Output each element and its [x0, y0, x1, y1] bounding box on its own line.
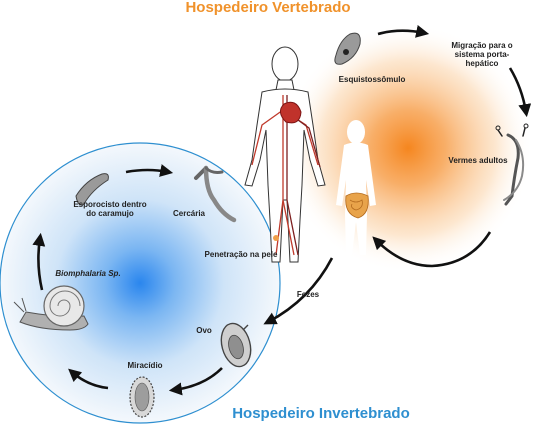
invertebrate-host-circle	[0, 142, 281, 424]
miracidium-label: Miracídio	[127, 361, 162, 370]
cercaria-label: Cercária	[173, 209, 206, 218]
schistosomulum-icon	[334, 32, 361, 65]
body-silhouette	[336, 120, 376, 255]
human-body-figure	[244, 46, 326, 263]
invertebrate-host-title: Hospedeiro Invertebrado	[232, 405, 410, 422]
adult-worms-icon	[495, 123, 529, 206]
penetration-spot	[273, 235, 279, 241]
cycle-arrows	[32, 25, 532, 396]
heart-icon	[280, 101, 302, 124]
migration-label-line-2: sistema porta-	[455, 50, 510, 59]
egg-icon	[220, 322, 252, 368]
adult-worms-label: Vermes adultos	[448, 156, 508, 165]
sporocyst-icon	[75, 173, 109, 206]
snail-icon	[13, 285, 89, 331]
migration-label-line-1: Migração para o	[451, 41, 512, 50]
schistosomulum-label: Esquistossômulo	[339, 75, 406, 84]
miracidium-icon	[129, 376, 155, 418]
egg-label: Ovo	[196, 326, 212, 335]
migration-label-line-3: hepático	[466, 59, 499, 68]
sporocyst-label-line-1: Esporocisto dentro	[73, 200, 146, 209]
sporocyst-label-line-2: do caramujo	[86, 209, 134, 218]
snail-label: Biomphalaria Sp.	[55, 269, 120, 278]
intestine-icon	[345, 192, 369, 219]
feces-label: Fezes	[297, 290, 320, 299]
skin-penetration-label: Penetração na pele	[205, 250, 278, 259]
cercaria-icon	[194, 165, 237, 223]
vertebrate-host-title: Hospedeiro Vertebrado	[185, 0, 350, 16]
